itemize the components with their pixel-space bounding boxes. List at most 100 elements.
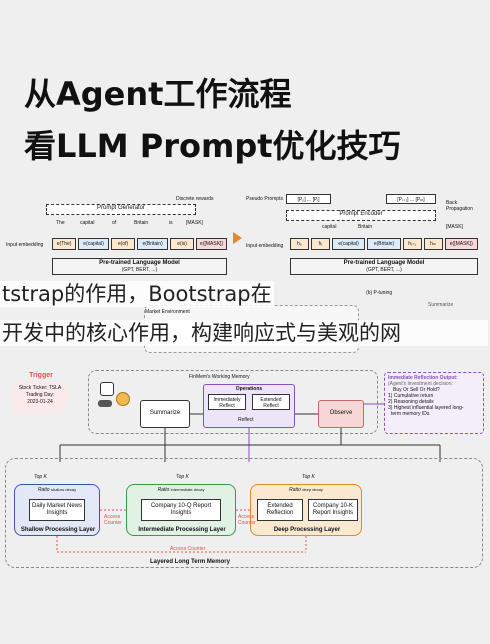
market-environment-label: Market Environment xyxy=(145,309,190,315)
deep-topk: Top K xyxy=(302,474,315,480)
embedding-r-capital: e(capital) xyxy=(331,238,366,250)
long-term-memory-label: Layered Long Term Memory xyxy=(150,559,230,565)
embedding-is: e(is) xyxy=(170,238,195,250)
agent-robot-icon xyxy=(100,382,114,396)
embedding-of: e(of) xyxy=(111,238,136,250)
access-counter-left: Access Counter xyxy=(104,514,122,526)
intermediate-topk: Top K xyxy=(176,474,189,480)
intermediate-layer-name: Intermediate Processing Layer xyxy=(138,527,226,533)
title-line-1: 从Agent工作流程 xyxy=(24,75,292,113)
working-memory-box: FinMem's Working Memory xyxy=(88,370,378,434)
deep-ratio-sub: deep decay xyxy=(302,487,323,492)
prompt-generator-label: Prompt Generator xyxy=(96,205,146,211)
operations-label: Operations xyxy=(235,386,263,392)
embedding-hm: hₘ xyxy=(423,238,443,250)
left-embeddings-row: e(The) e(capital) e(of) e(Britain) e(is)… xyxy=(52,238,227,250)
token-the: The xyxy=(56,220,65,226)
reflect-label: Reflect xyxy=(238,417,254,423)
prompt-encoder-box: Prompt Encoder xyxy=(286,210,436,221)
token-is: is xyxy=(169,220,173,226)
coins-icon xyxy=(116,392,130,406)
deep-layer-name: Deep Processing Layer xyxy=(273,527,341,533)
panel-arrow-icon xyxy=(233,232,242,244)
left-plm-box: Pre-trained Language Model (GPT, BERT, .… xyxy=(52,258,227,275)
embedding-hi: hᵢ xyxy=(310,238,330,250)
token-mask: [MASK] xyxy=(186,220,203,226)
p-tuning-caption: (b) P-tuning xyxy=(366,290,393,296)
reflection-item-3: 3) Highest influential layered long- xyxy=(388,405,464,411)
left-input-embedding-label: Input embedding xyxy=(6,242,44,248)
embedding-mask: e([MASK]) xyxy=(196,238,227,250)
deep-ratio-row: Ratio deep decay xyxy=(251,487,361,493)
trigger-title: Trigger xyxy=(29,372,53,379)
prompts-a-box: [P₀] ... [Pᵢ] xyxy=(286,194,331,204)
embedding-britain: e(Britain) xyxy=(137,238,168,250)
back-propagation-label: Back Propagation xyxy=(446,200,473,212)
title-line-2: 看LLM Prompt优化技巧 xyxy=(24,127,401,165)
right-diagram: Pseudo Prompts [P₀] ... [Pᵢ] [Pᵢ₊₁] ... … xyxy=(246,194,486,299)
token-of: of xyxy=(112,220,117,226)
right-plm-box: Pre-trained Language Model (GPT, BERT, .… xyxy=(290,258,478,275)
intermediate-insight-box: Company 10-Q Report Insights xyxy=(141,499,221,521)
trigger-line-2: Trading Day: xyxy=(25,392,55,398)
access-counter-right: Access Counter xyxy=(238,514,256,526)
embedding-r-mask: e([MASK]) xyxy=(444,238,478,250)
right-embeddings-row: h₀ hᵢ e(capital) e(Britain) hᵢ₊₁ hₘ e([M… xyxy=(290,238,478,250)
shallow-layer-box: Ratio shallow decay Daily Market News In… xyxy=(14,484,100,536)
right-input-embedding-label: Input embedding xyxy=(246,243,284,249)
overlay-text-line-1: tstrap的作用，Bootstrap在 xyxy=(0,281,274,307)
trigger-line-1: Stock Ticker: TSLA xyxy=(18,385,62,391)
embedding-r-britain: e(Britain) xyxy=(367,238,401,250)
intermediate-layer-box: Ratio intermediate decay Company 10-Q Re… xyxy=(126,484,236,536)
trigger-chevron-icon xyxy=(12,382,70,412)
deep-layer-box: Ratio deep decay Extended Reflection Com… xyxy=(250,484,362,536)
left-diagram: Discrete rewards Prompt Generator The ca… xyxy=(6,194,231,289)
right-plm-sub: (GPT, BERT, ...) xyxy=(366,267,402,273)
summarize-label: Summarize xyxy=(149,410,181,416)
observe-box: Observe xyxy=(318,400,364,428)
intermediate-ratio: Ratio xyxy=(157,487,170,493)
embedding-hi1: hᵢ₊₁ xyxy=(402,238,422,250)
pseudo-prompts-label: Pseudo Prompts xyxy=(246,196,283,202)
reflection-item-4: term memory IDs xyxy=(391,411,430,417)
right-token-britain: Britain xyxy=(358,224,373,230)
prompt-generator-box: Prompt Generator xyxy=(46,204,196,215)
prompts-b-box: [Pᵢ₊₁] ... [Pₘ] xyxy=(386,194,436,204)
long-term-memory-box xyxy=(5,458,483,568)
embedding-the: e(The) xyxy=(52,238,77,250)
token-britain: Britain xyxy=(134,220,149,226)
working-memory-label: FinMem's Working Memory xyxy=(189,374,250,380)
prompt-encoder-label: Prompt Encoder xyxy=(339,211,383,217)
shallow-topk: Top K xyxy=(34,474,47,480)
trigger-panel: Trigger Stock Ticker: TSLA Trading Day: … xyxy=(10,372,72,414)
operations-box: Operations Immediately Reflect Extended … xyxy=(203,384,295,428)
embedding-h0: h₀ xyxy=(290,238,309,250)
discrete-rewards-label: Discrete rewards xyxy=(176,196,214,202)
left-plm-sub: (GPT, BERT, ...) xyxy=(121,267,158,273)
overlay-text-line-2: 开发中的核心作用，构建响应式与美观的网 xyxy=(0,320,488,346)
immediately-reflect-box: Immediately Reflect xyxy=(208,394,246,410)
right-token-capital: capital xyxy=(322,224,337,230)
shallow-ratio: Ratio xyxy=(37,487,50,493)
observe-label: Observe xyxy=(329,410,353,416)
reflection-output-title: Immediate Reflection Output: xyxy=(388,375,458,381)
left-plm-label: Pre-trained Language Model xyxy=(99,260,180,266)
intermediate-ratio-sub: intermediate decay xyxy=(170,487,205,492)
shallow-ratio-row: Ratio shallow decay xyxy=(15,487,99,493)
reflection-output-box: Immediate Reflection Output: (Agent's in… xyxy=(384,372,484,434)
summarize-box: Summarize xyxy=(140,400,190,428)
shallow-insight-box: Daily Market News Insights xyxy=(29,499,85,521)
reflection-item-0: Buy Or Sell Or Hold? xyxy=(393,387,440,393)
reflection-item-1: 1) Cumulative return xyxy=(388,393,434,399)
summarize-top-label: Summarize xyxy=(428,302,454,308)
right-token-mask: [MASK] xyxy=(446,224,463,230)
intermediate-ratio-row: Ratio intermediate decay xyxy=(127,487,235,493)
access-counter-bottom: Access Counter xyxy=(170,546,206,552)
extended-reflect-box: Extended Reflect xyxy=(252,394,290,410)
right-plm-label: Pre-trained Language Model xyxy=(343,260,425,266)
deep-ratio: Ratio xyxy=(289,487,301,493)
reflection-item-2: 2) Reasoning details xyxy=(388,399,434,405)
trigger-line-3: 2023-01-24 xyxy=(27,399,53,405)
